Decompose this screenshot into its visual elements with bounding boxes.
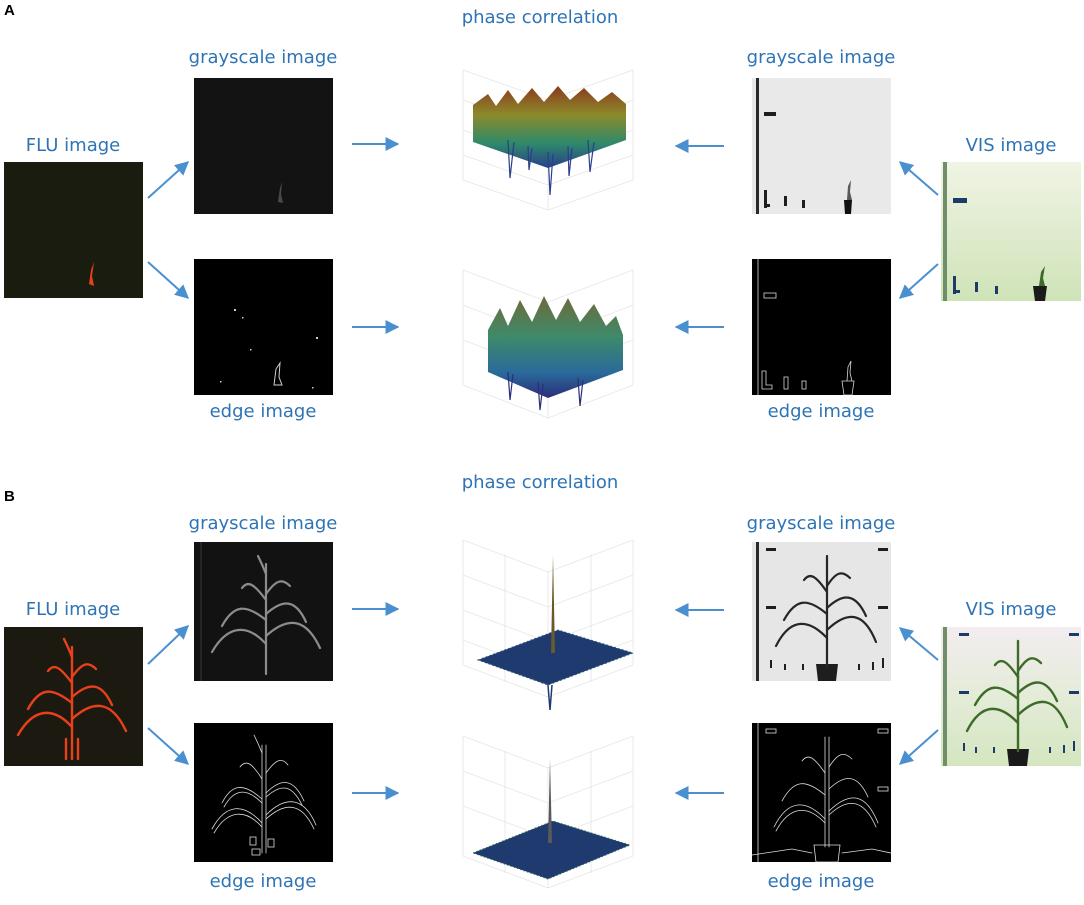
panel-a-grayscale-left-label: grayscale image	[188, 47, 338, 68]
panel-a-grayscale-left-image	[194, 78, 333, 214]
panel-a-flu-image	[4, 162, 143, 298]
arrow-b-vis-to-grayscale	[898, 627, 939, 661]
panel-b-grayscale-right-image	[752, 542, 891, 681]
panel-b-flu-image	[4, 627, 143, 766]
panel-b-phase-correlation-edge	[448, 731, 648, 903]
panel-a-edge-left-image	[194, 259, 333, 395]
panel-b-flu-label: FLU image	[25, 599, 121, 620]
panel-b-title: phase correlation	[461, 472, 619, 493]
arrow-b-flu-to-edge	[147, 727, 190, 765]
panel-b-edge-left-image	[194, 723, 333, 862]
panel-b-grayscale-right-label: grayscale image	[746, 513, 896, 534]
panel-a-phase-correlation-grayscale	[448, 60, 648, 220]
panel-b-edge-right-image	[752, 723, 891, 862]
panel-b-phase-correlation-grayscale	[448, 535, 648, 715]
panel-a-grayscale-right-label: grayscale image	[746, 47, 896, 68]
arrow-b-flu-to-grayscale	[147, 625, 190, 665]
panel-a-phase-correlation-edge	[448, 260, 648, 430]
panel-a-vis-image	[941, 162, 1081, 301]
panel-a-title: phase correlation	[461, 7, 619, 28]
panel-a-edge-left-label: edge image	[209, 401, 317, 422]
panel-b-edge-left-label: edge image	[209, 871, 317, 892]
panel-a-flu-label: FLU image	[25, 135, 121, 156]
panel-a-vis-label: VIS image	[965, 135, 1057, 156]
arrow-b-vis-to-edge	[898, 729, 939, 765]
panel-a-grayscale-right-image	[752, 78, 891, 214]
panel-b-grayscale-left-label: grayscale image	[188, 513, 338, 534]
panel-a-edge-right-image	[752, 259, 891, 395]
arrow-a-vis-to-grayscale	[898, 161, 939, 196]
arrow-a-vis-to-edge	[898, 263, 939, 299]
panel-b-edge-right-label: edge image	[767, 871, 875, 892]
panel-b-vis-label: VIS image	[965, 599, 1057, 620]
panel-a-letter: A	[4, 2, 15, 19]
panel-b-grayscale-left-image	[194, 542, 333, 681]
panel-b-vis-image	[941, 627, 1081, 766]
panel-a-edge-right-label: edge image	[767, 401, 875, 422]
arrow-a-flu-to-grayscale	[147, 161, 190, 199]
panel-b-letter: B	[4, 488, 15, 505]
arrow-a-flu-to-edge	[147, 261, 190, 299]
